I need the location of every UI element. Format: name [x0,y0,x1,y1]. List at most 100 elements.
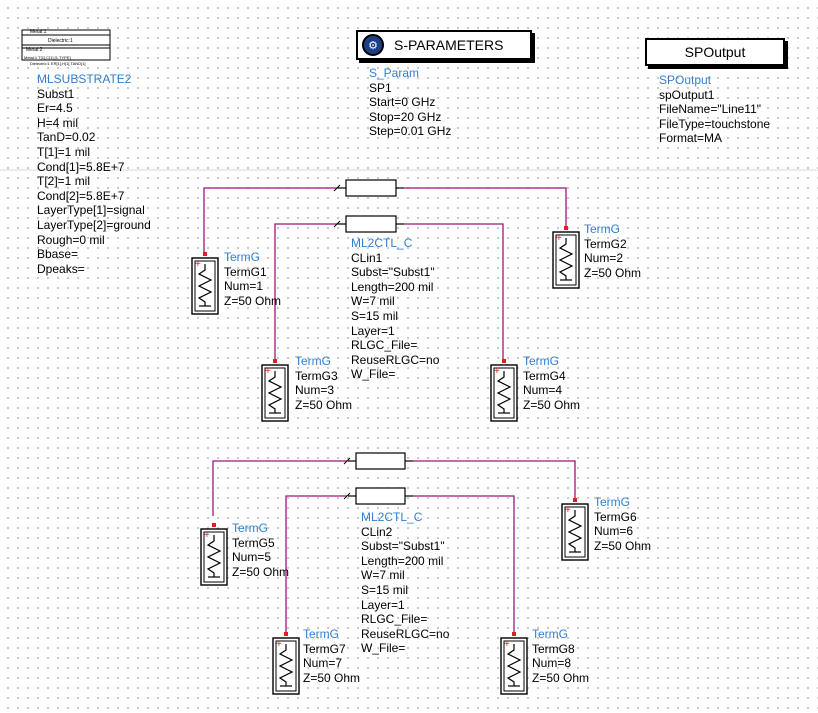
term-type: TermG [584,222,620,236]
substrate-param: T[1]=1 mil [37,144,91,159]
wire[interactable] [413,495,515,634]
coupled-line-1[interactable] [333,179,404,233]
term-param: Num=3 [295,383,335,398]
term-param: Z=50 Ohm [232,564,290,579]
line-strip[interactable] [355,452,406,470]
termination-5[interactable]: + [200,523,228,586]
line-label-clin2: ML2CTL_C CLin2 Subst="Subst1" Length=200… [361,510,449,656]
substrate-param: Er=4.5 [37,101,73,116]
term-param: TermG4 [523,368,566,383]
term-label-termg4: TermG TermG4 Num=4 Z=50 Ohm [523,354,580,412]
term-inner [264,367,286,419]
substrate-param: T[2]=1 mil [37,174,91,189]
line-strip[interactable] [355,487,406,505]
term-inner [493,367,515,419]
simulation-gear-icon: ⚙ [362,34,384,56]
term-pin [212,523,216,527]
plus-icon: + [276,639,282,650]
spoutput-param: spOutput1 [659,87,715,102]
term-param: Num=6 [594,524,634,539]
s-param-param: Start=0 GHz [369,95,436,110]
line-label-clin1: ML2CTL_C CLin1 Subst="Subst1" Length=200… [351,236,439,382]
spoutput-param: Format=MA [659,131,723,146]
resistor-icon [558,238,574,280]
term-param: Num=4 [523,383,563,398]
substrate-icon-text-3: Metal:2 [26,47,43,53]
term-label-termg5: TermG TermG5 Num=5 Z=50 Ohm [232,521,289,579]
line-param: W=7 mil [351,294,395,309]
term-type: TermG [594,495,630,509]
line-strip[interactable] [345,215,397,233]
s-param-param: Stop=20 GHz [369,109,442,124]
substrate-param: Dpeaks= [37,261,85,276]
line-param: ReuseRLGC=no [351,352,440,367]
line-ref-mark [333,184,341,192]
termination-8[interactable]: + [500,632,528,695]
term-inner [203,531,225,583]
substrate-icon-text-4: Metal:1 T[1],C[1],[1,TYPE] [24,55,71,60]
spoutput-param: FileName="Line11" [659,102,762,117]
termination-4[interactable]: + [490,359,518,422]
plus-icon: + [265,366,271,377]
substrate-type: MLSUBSTRATE2 [37,72,132,86]
line-ref-mark [333,220,341,228]
termination-2[interactable]: + [552,226,580,289]
plus-icon: + [494,366,500,377]
term-type: TermG [224,250,260,264]
substrate-label: MLSUBSTRATE2 Subst1 Er=4.5 H=4 mil TanD=… [37,72,151,276]
term-inner [564,506,586,558]
termination-6[interactable]: + [561,498,589,561]
term-param: TermG6 [594,509,637,524]
line-ref-mark [343,457,351,465]
termination-7[interactable]: + [272,632,300,695]
term-pin [512,632,516,636]
wire[interactable] [212,460,347,516]
term-label-termg1: TermG TermG1 Num=1 Z=50 Ohm [224,250,281,308]
s-parameters-controller[interactable]: ⚙ S-PARAMETERS [356,30,532,60]
wire[interactable] [404,223,504,362]
resistor-icon [197,264,213,306]
term-label-termg7: TermG TermG7 Num=7 Z=50 Ohm [303,627,360,685]
resistor-icon [567,510,583,552]
line-param: W_File= [351,367,396,382]
substrate-param: LayerType[1]=signal [37,203,145,218]
term-param: Z=50 Ohm [295,397,353,412]
line-param: RLGC_File= [351,338,418,353]
term-inner [194,260,216,312]
coupled-line-2[interactable] [343,452,413,505]
line-param: Layer=1 [361,597,405,612]
line-param: S=15 mil [361,582,409,597]
term-param: TermG7 [303,641,346,656]
plus-icon: + [204,530,210,541]
term-param: Z=50 Ohm [584,265,642,280]
s-parameters-title: S-PARAMETERS [394,37,504,53]
term-param: TermG1 [224,264,267,279]
plus-icon: + [504,639,510,650]
substrate-icon-text-2: Dielectric:1 [48,38,73,44]
spoutput-block[interactable]: SPOutput [645,38,785,66]
term-param: Num=5 [232,550,272,565]
wire[interactable] [413,460,576,500]
term-pin [203,252,207,256]
substrate-param: Subst1 [37,86,75,101]
substrate-param: H=4 mil [37,115,79,130]
wire[interactable] [404,187,567,230]
line-strip[interactable] [345,179,397,197]
line-type: ML2CTL_C [361,510,423,524]
wire[interactable] [274,223,338,360]
s-param-label: S_Param SP1 Start=0 GHz Stop=20 GHz Step… [369,66,451,139]
line-param: Length=200 mil [361,553,444,568]
substrate-param: Cond[2]=5.8E+7 [37,188,125,203]
plus-icon: + [195,259,201,270]
wire[interactable] [203,187,338,254]
term-label-termg3: TermG TermG3 Num=3 Z=50 Ohm [295,354,352,412]
term-inner [275,640,297,692]
plus-icon: + [556,233,562,244]
termination-3[interactable]: + [261,359,289,422]
substrate-icon-text-5: Dielectric:1 ER[1],H[1],TAND[1] [30,61,86,66]
line-param: W=7 mil [361,568,405,583]
wire[interactable] [285,495,347,634]
termination-1[interactable]: + [191,252,219,315]
substrate-symbol[interactable]: Metal:1 Dielectric:1 Metal:2 Metal:1 T[1… [21,29,111,66]
